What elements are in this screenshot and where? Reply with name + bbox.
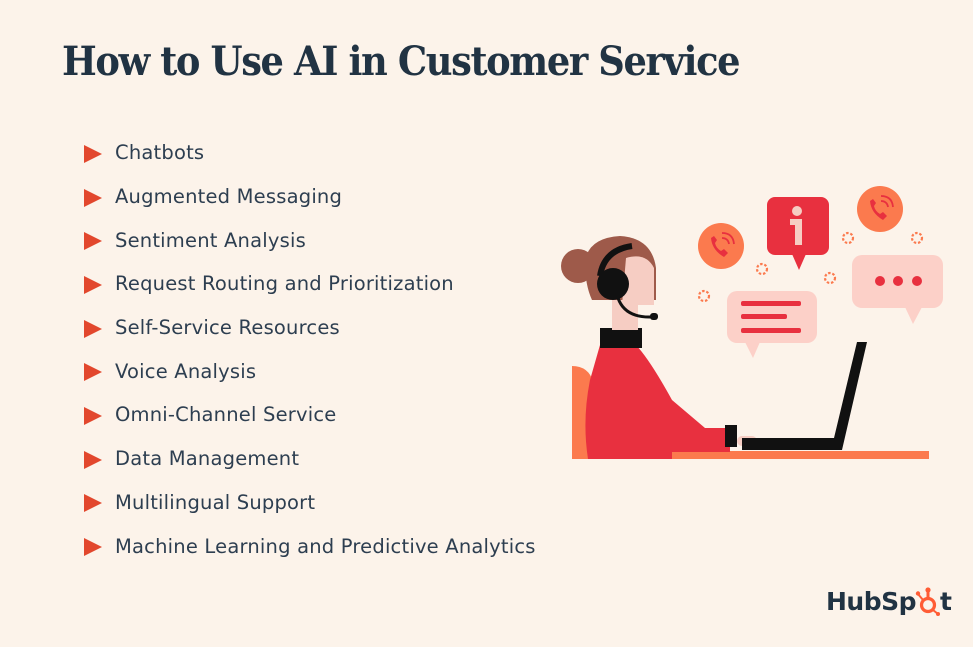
phone-call-icon bbox=[698, 223, 744, 269]
list-item: Omni-Channel Service bbox=[84, 393, 536, 437]
agent-body bbox=[585, 345, 730, 459]
list-item: Self-Service Resources bbox=[84, 306, 536, 350]
list-item: Sentiment Analysis bbox=[84, 218, 536, 262]
phone-call-icon bbox=[857, 186, 903, 232]
triangle-arrow-icon bbox=[84, 363, 102, 382]
list-item: Data Management bbox=[84, 437, 536, 481]
info-bubble-icon bbox=[767, 197, 829, 270]
logo-text-right: t bbox=[940, 586, 952, 616]
chat-lines-bubble-icon bbox=[727, 291, 817, 358]
gear-icon bbox=[841, 231, 855, 245]
triangle-arrow-icon bbox=[84, 232, 102, 251]
list-item-label: Voice Analysis bbox=[115, 359, 257, 383]
headset-icon bbox=[597, 243, 633, 277]
agent-collar bbox=[600, 328, 642, 348]
list-item-label: Machine Learning and Predictive Analytic… bbox=[115, 534, 536, 558]
list-item: Chatbots bbox=[84, 131, 536, 175]
list-item-label: Request Routing and Prioritization bbox=[115, 272, 454, 296]
triangle-arrow-icon bbox=[84, 188, 102, 207]
triangle-arrow-icon bbox=[84, 450, 102, 469]
logo-text-left: HubSp bbox=[826, 586, 917, 616]
triangle-arrow-icon bbox=[84, 144, 102, 163]
customer-service-illustration bbox=[561, 186, 943, 459]
triangle-arrow-icon bbox=[84, 275, 102, 294]
list-item: Machine Learning and Predictive Analytic… bbox=[84, 524, 536, 568]
gear-icon bbox=[755, 262, 769, 276]
list-item-label: Omni-Channel Service bbox=[115, 403, 337, 427]
laptop-icon bbox=[742, 342, 867, 450]
list-item: Voice Analysis bbox=[84, 349, 536, 393]
chat-ellipsis-bubble-icon bbox=[852, 255, 943, 324]
feature-list: Chatbots Augmented Messaging Sentiment A… bbox=[84, 131, 536, 568]
desk bbox=[672, 451, 929, 459]
triangle-arrow-icon bbox=[84, 406, 102, 425]
hubspot-sprocket-icon bbox=[915, 587, 941, 616]
list-item: Request Routing and Prioritization bbox=[84, 262, 536, 306]
list-item-label: Self-Service Resources bbox=[115, 316, 340, 340]
list-item-label: Chatbots bbox=[115, 141, 205, 165]
triangle-arrow-icon bbox=[84, 538, 102, 557]
list-item-label: Data Management bbox=[115, 447, 300, 471]
list-item-label: Sentiment Analysis bbox=[115, 228, 306, 252]
list-item: Augmented Messaging bbox=[84, 175, 536, 219]
hubspot-logo: HubSp t bbox=[826, 586, 952, 616]
triangle-arrow-icon bbox=[84, 494, 102, 513]
triangle-arrow-icon bbox=[84, 319, 102, 338]
list-item-label: Augmented Messaging bbox=[115, 185, 343, 209]
gear-icon bbox=[910, 231, 924, 245]
list-item-label: Multilingual Support bbox=[115, 490, 316, 514]
page-title: How to Use AI in Customer Service bbox=[62, 38, 741, 85]
gear-icon bbox=[823, 271, 837, 285]
list-item: Multilingual Support bbox=[84, 481, 536, 525]
gear-icon bbox=[697, 289, 711, 303]
